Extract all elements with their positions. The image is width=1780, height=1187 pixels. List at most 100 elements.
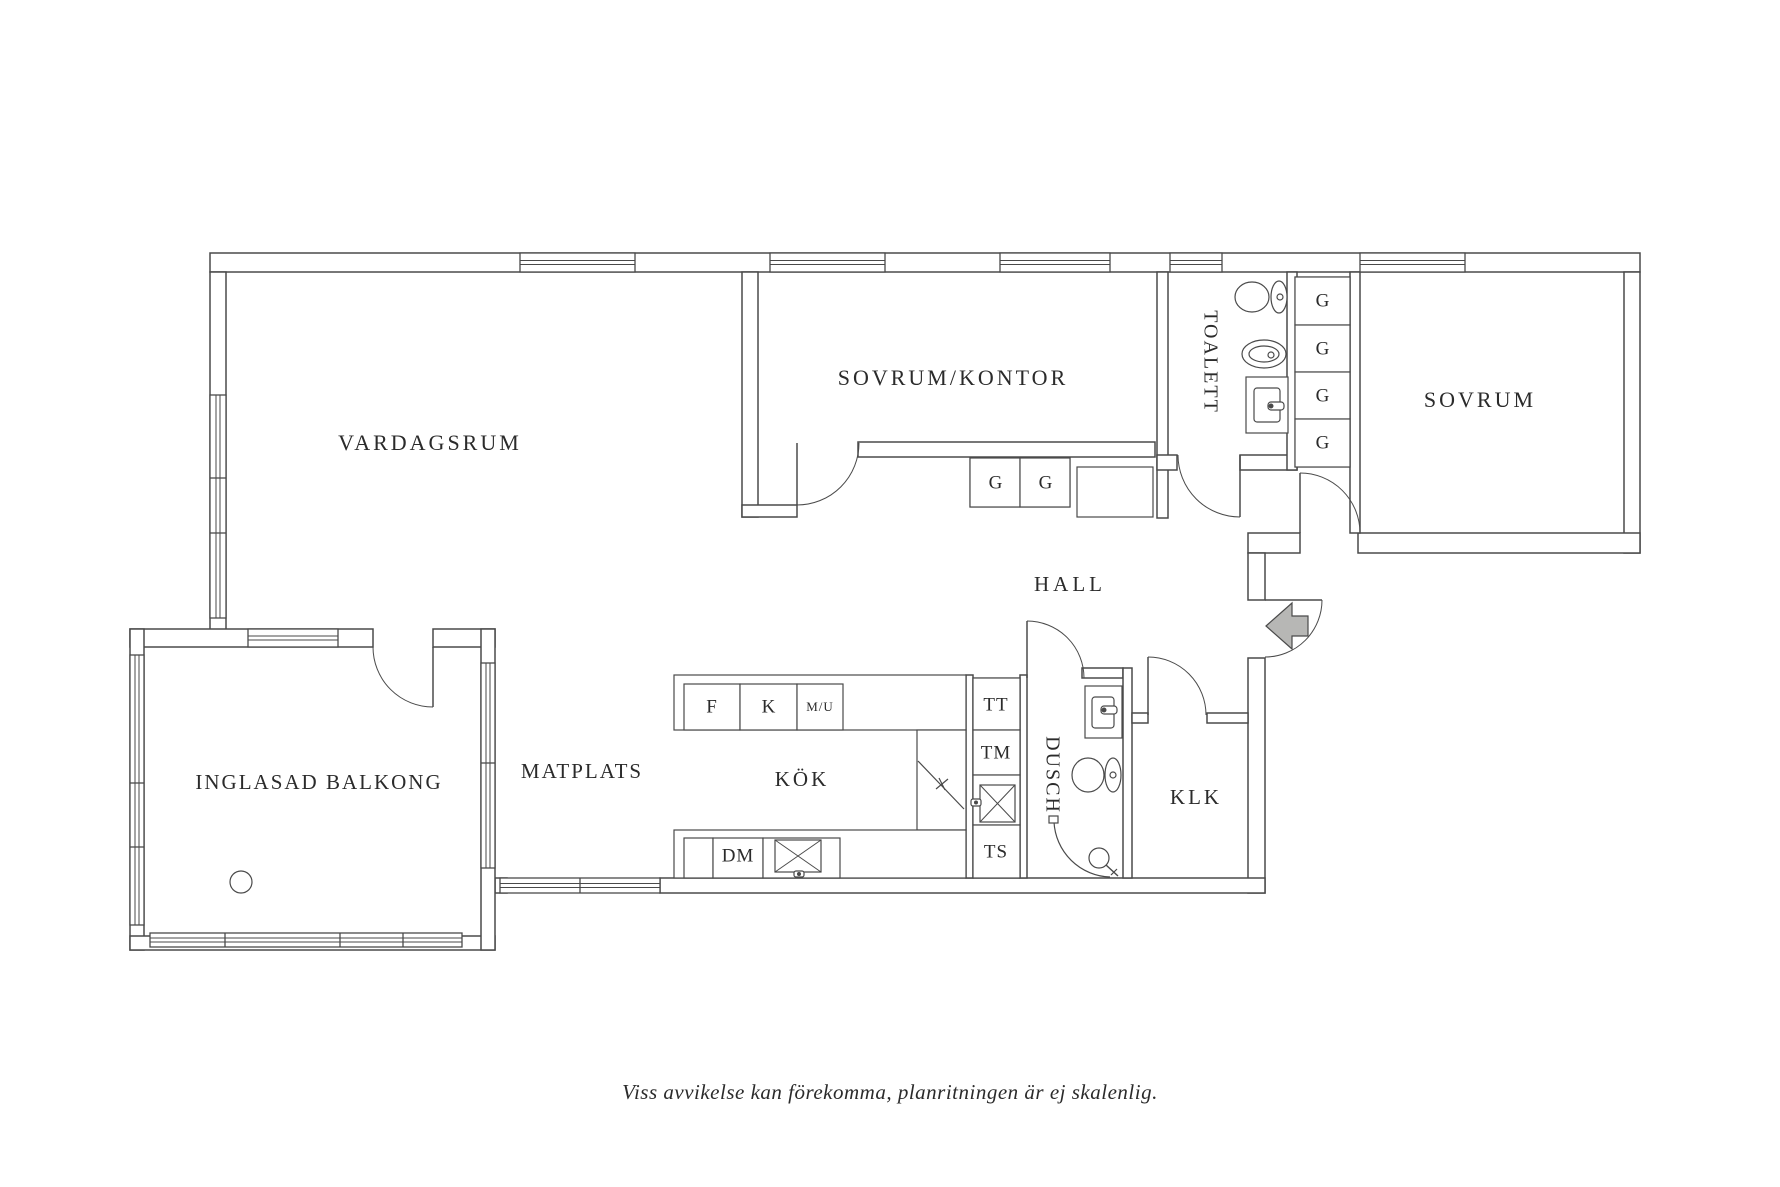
dusch-right-wall [1122,667,1133,879]
disclaimer-text: Viss avvikelse kan förekomma, planritnin… [622,1080,1158,1104]
window-kitchen-south [499,877,661,894]
shower-head [1088,847,1110,869]
door-balcony [372,646,434,708]
bottom-wall-east-seg [659,877,1266,894]
kitchen-corner-unit [917,760,965,810]
drain-circle [229,870,253,894]
window-vardagsrum-left [209,394,227,619]
window-balcony-right [480,662,496,869]
sink-faucet-dot [797,872,801,876]
toalett-bottom-west-seg [1156,454,1178,471]
door-klk [1147,656,1207,716]
window-sovrumkontor-top-2 [999,252,1111,273]
sink-cross [774,839,822,873]
cell-dishwasher [712,837,764,879]
dusch-top-wall-seg [1081,667,1124,679]
cell-tt [972,677,1021,731]
window-frame [149,932,463,948]
shower-curtain [1053,821,1111,878]
kitchen-right-wall [965,674,974,879]
shower-curtain-cap [1048,815,1059,824]
cell-g4 [1294,418,1351,468]
wc-bowl [1234,281,1270,313]
window-vardagsrum-balcony [247,628,339,648]
cell-tm [972,729,1021,776]
room-label-toalett: TOALETT [1199,310,1221,414]
entry-wall-below-door [1247,657,1266,894]
toilet-toalett [1234,280,1288,314]
basin-faucet-dot [1268,403,1274,409]
doors-layer [372,442,1361,716]
unit-label-micro: M/U [806,699,834,714]
window-frame [209,394,227,619]
hall-niche [1076,466,1154,518]
window-sovrumkontor-top-1 [769,252,886,273]
room-label-vardagsrum: VARDAGSRUM [338,430,522,455]
sink-faucet-dot [974,800,978,805]
room-label-klk: KLK [1170,785,1222,809]
window-frame [519,252,636,273]
laundry-sink [970,784,1016,823]
door-sovrumkontor [796,442,860,506]
outer-wall-right [1623,271,1641,554]
toilet-dusch [1071,757,1122,793]
klk-top-wall-east-seg [1206,712,1249,724]
cell-g2 [1294,324,1351,373]
room-label-kok: KÖK [775,767,830,791]
unit-label-g1: G [1316,290,1331,311]
door-sovrum [1299,472,1361,534]
sink-cross [979,784,1016,823]
cell-ts [972,824,1021,879]
sink-inner [1248,345,1280,363]
window-vardagsrum-top [519,252,636,273]
window-toalett-top [1169,252,1223,273]
door-dusch [1026,620,1085,679]
room-label-matplats: MATPLATS [521,759,643,783]
wc-bowl [1071,757,1105,793]
door-swing-arc [1177,454,1241,518]
room-label-inglasad-balkong: INGLASAD BALKONG [195,770,442,794]
window-balcony-left [129,654,145,926]
unit-label-g2: G [1316,338,1331,359]
unit-label-g3: G [1316,385,1331,406]
south-wall-sovrum-seg [1357,532,1641,554]
cell-g-hall-2 [1019,457,1071,508]
cell-g3 [1294,371,1351,420]
unit-label-dishwasher: DM [722,845,755,866]
door-swing-arc [1299,472,1361,534]
washbasin-toalett [1245,376,1289,434]
cell-fridge [683,683,741,731]
door-toalett [1177,454,1241,518]
cell-micro [796,683,844,731]
kitchen-sink [774,839,822,878]
unit-label-g4: G [1316,432,1331,453]
unit-label-fridge: F [706,696,718,717]
klk-top-wall-west-stub [1131,712,1149,724]
window-frame [480,662,496,869]
sink-drain [1267,351,1275,359]
door-swing-arc [372,646,434,708]
window-frame [769,252,886,273]
room-label-sovrum-kontor: SOVRUM/KONTOR [838,365,1069,390]
door-swing-arc [1026,620,1085,679]
window-frame [247,628,339,648]
south-wall-hall-seg [1247,532,1301,554]
unit-label-g-hall-1: G [989,472,1004,493]
entry-wall-above-door [1247,552,1266,601]
fixtures-layer [229,280,1289,894]
cell-g1 [1294,276,1351,326]
sink-toalett [1241,339,1287,369]
wc-button [1109,771,1117,779]
entry-layer [1265,601,1309,651]
dusch-left-wall [1019,674,1028,879]
unit-label-freezer: K [762,696,777,717]
window-frame [129,654,145,926]
windows-layer [129,252,1466,948]
shower-dusch [1048,815,1119,878]
closet-sovrum-divider [1349,271,1361,534]
cell-counter-blank [683,837,714,879]
kitchen-counter-right-column [916,729,967,831]
